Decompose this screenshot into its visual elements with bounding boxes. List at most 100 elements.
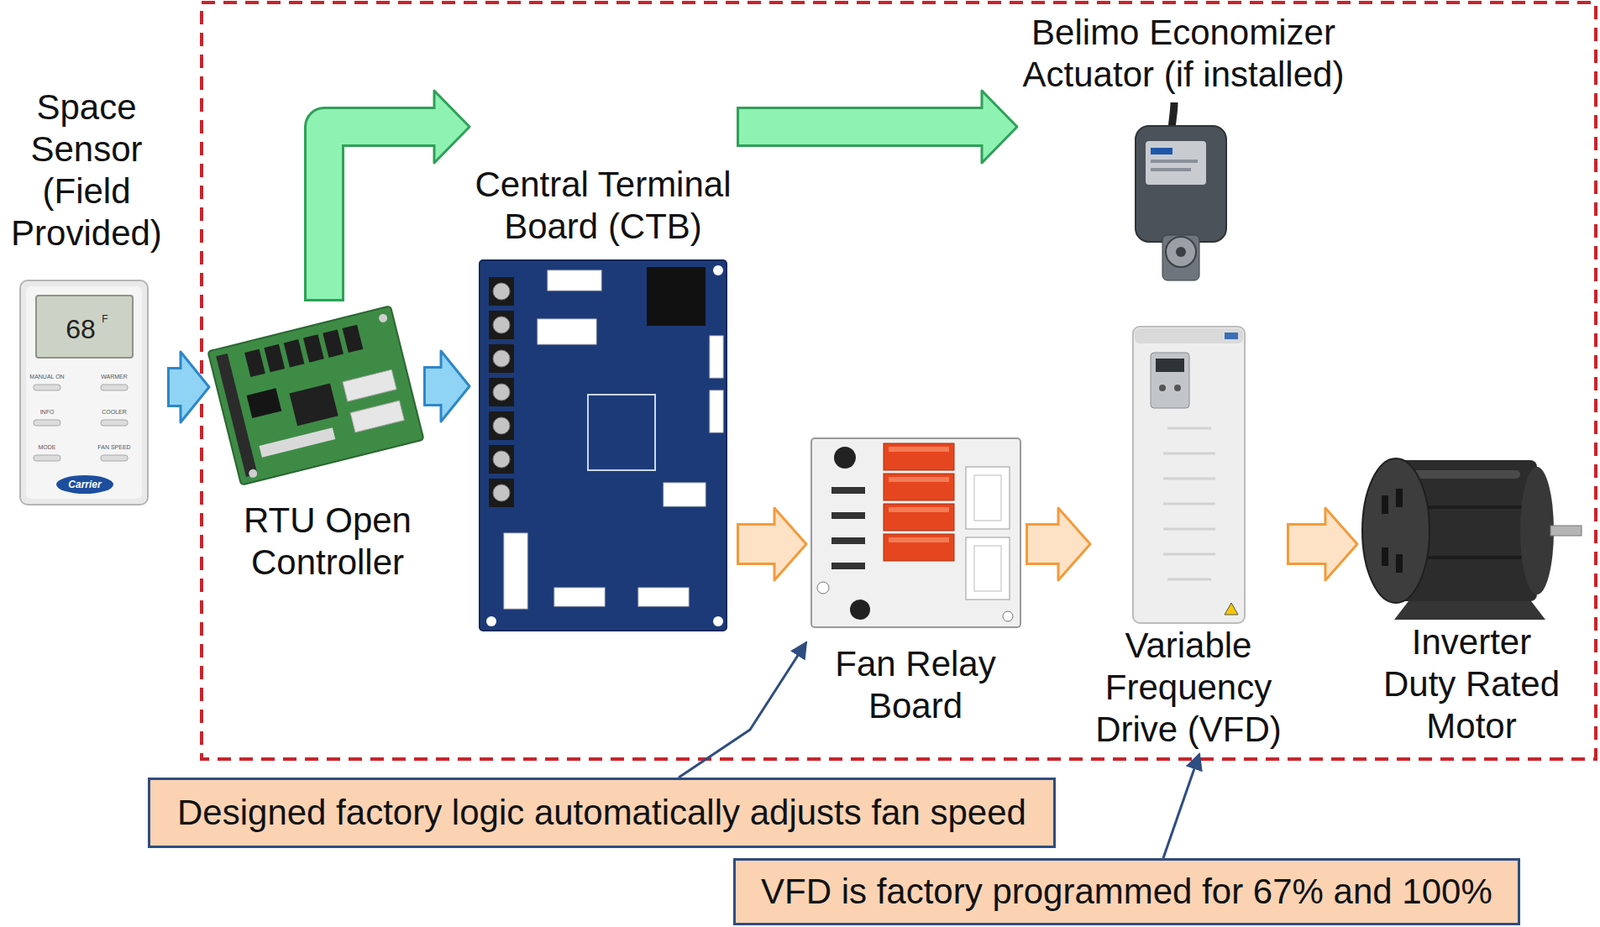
- button-label: MANUAL ON: [0, 373, 98, 381]
- thermostat-button: [33, 384, 61, 391]
- label-holder: MANUAL ON: [0, 373, 98, 381]
- motor-highlight: [1411, 470, 1521, 479]
- circuit-board: [479, 260, 727, 631]
- motor-bell: [1520, 466, 1554, 595]
- component-label: RTU Open Controller: [218, 499, 437, 584]
- callout-text: Designed factory logic automatically adj…: [177, 792, 1027, 835]
- label-holder: INFO: [0, 409, 98, 416]
- capacitor: [834, 446, 856, 469]
- arrow-body: [169, 369, 184, 405]
- connector: [709, 390, 724, 433]
- vent-slot: [1381, 495, 1389, 515]
- terminal-block: [488, 478, 515, 508]
- connector: [965, 466, 1010, 530]
- arrow-body: [425, 368, 445, 404]
- thermostat-button: [100, 455, 128, 462]
- circuit-board: [811, 438, 1021, 628]
- terminal-screw: [493, 484, 510, 502]
- connector: [503, 533, 528, 609]
- leader-path: [678, 642, 807, 778]
- thermostat-button: [33, 419, 61, 426]
- enclosure-ridges: [1163, 428, 1216, 580]
- arrow-head: [1058, 508, 1091, 581]
- vent-slot: [1395, 554, 1403, 573]
- label-holder: MODE: [0, 444, 98, 452]
- terminal-block: [488, 344, 515, 373]
- terminal-block: [488, 445, 515, 474]
- button-label: COOLER: [63, 409, 165, 416]
- terminal-block: [488, 310, 515, 340]
- connector-slot: [974, 475, 1002, 521]
- thermostat-button: [33, 455, 61, 462]
- mounting-hole: [1002, 611, 1013, 622]
- terminal-block: [488, 277, 515, 306]
- leader-path: [1163, 754, 1200, 859]
- connector: [547, 270, 602, 291]
- arrow-body: [739, 525, 778, 563]
- label-holder: 68: [30, 313, 132, 346]
- component-label: Space Sensor (Field Provided): [2, 86, 171, 255]
- keypad-button: [1174, 384, 1181, 392]
- callout-box: VFD is factory programmed for 67% and 10…: [733, 858, 1521, 926]
- actuator-illustration: [1135, 102, 1227, 281]
- economizer-actuator: Belimo Economizer Actuator (if installed…: [1017, 7, 1350, 286]
- component-label: Variable Frequency Drive (VFD): [1087, 624, 1290, 751]
- thermostat-button: [100, 384, 128, 391]
- vfd-illustration: [1133, 326, 1245, 624]
- fan-signal-arrow: [1025, 508, 1091, 581]
- motor-end-cap: [1362, 458, 1430, 604]
- mounting-hole: [486, 616, 497, 627]
- signal-arrow: [167, 351, 210, 423]
- arrow-head: [440, 351, 470, 422]
- control-arrow: [324, 90, 470, 302]
- warning-symbol: [1224, 603, 1239, 615]
- drive-cap: [1134, 328, 1244, 344]
- relay: [244, 349, 266, 378]
- arrow-body: [1028, 525, 1062, 563]
- terminal-screw: [493, 350, 510, 368]
- terminal-screw: [493, 316, 510, 334]
- arrow-body: [739, 109, 986, 145]
- arrow-head: [981, 90, 1018, 163]
- signal-arrow: [423, 351, 470, 422]
- callout-text: VFD is factory programmed for 67% and 10…: [760, 870, 1493, 913]
- connector: [554, 587, 605, 607]
- motor-shaft: [1550, 525, 1582, 536]
- connector: [342, 369, 397, 402]
- mounting-hole: [377, 313, 389, 324]
- relay-highlight: [888, 507, 950, 513]
- relay: [322, 329, 344, 357]
- connector: [350, 400, 404, 433]
- terminal-screw: [493, 417, 510, 435]
- terminal-block: [488, 377, 515, 407]
- actuator-body: [1135, 125, 1227, 242]
- vent-slot: [1381, 547, 1389, 567]
- motor: Inverter Duty Rated Motor: [1357, 435, 1587, 751]
- connector: [709, 335, 724, 378]
- relay: [303, 334, 325, 362]
- drive-keypad: [1150, 352, 1190, 409]
- relay: [883, 534, 955, 562]
- label-holder: WARMER: [63, 373, 165, 381]
- clamp-bolt: [1175, 246, 1186, 258]
- connector: [965, 537, 1010, 600]
- pin-header: [646, 267, 706, 326]
- leader-line: [678, 642, 807, 778]
- component-label: Fan Relay Board: [818, 643, 1013, 728]
- drive-enclosure: [1133, 326, 1245, 624]
- terminal-screw: [493, 283, 510, 300]
- terminal-board-illustration: [479, 260, 727, 631]
- relay: [883, 443, 955, 471]
- brand-mark: [1224, 332, 1239, 340]
- keypad-button: [1159, 384, 1166, 392]
- terminal-screw: [493, 451, 510, 468]
- fan-relay-board: Fan Relay Board: [806, 433, 1026, 731]
- leader-line: [1163, 754, 1200, 859]
- button-label: MODE: [0, 444, 98, 452]
- label-holder: FAN SPEED: [63, 444, 165, 452]
- space-sensor: Space Sensor (Field Provided): [5, 82, 168, 510]
- terminal-block: [488, 411, 515, 441]
- component-label: Inverter Duty Rated Motor: [1377, 621, 1566, 748]
- button-label: INFO: [0, 409, 98, 416]
- relay-highlight: [888, 477, 950, 483]
